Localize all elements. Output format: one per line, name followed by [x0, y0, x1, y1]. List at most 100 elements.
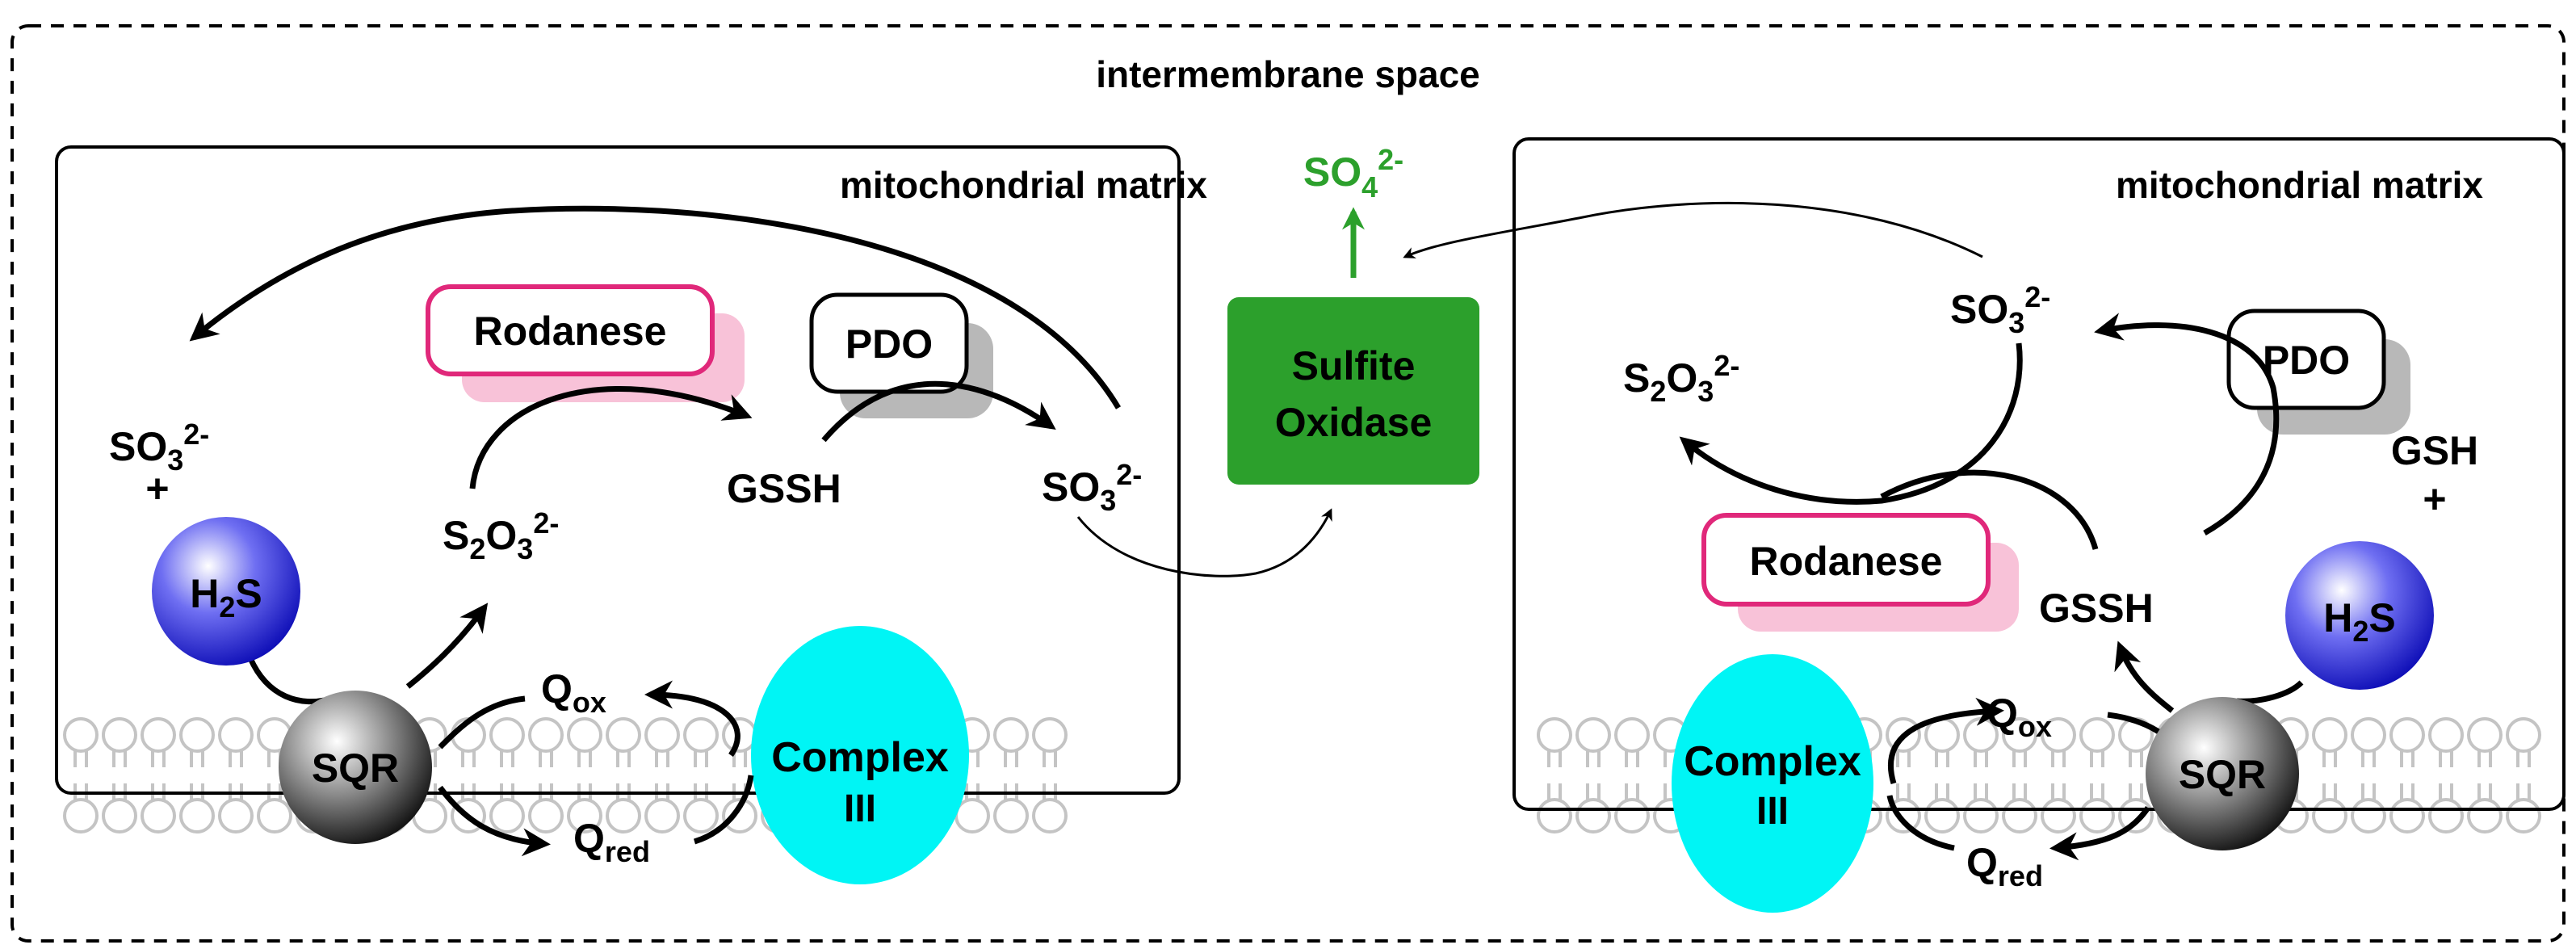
lipid-head	[683, 798, 719, 834]
q-oxidation-arrow-left	[644, 680, 740, 758]
h2s-right-label: H2S	[2323, 595, 2396, 648]
lipid-head	[644, 717, 680, 753]
lipid-head	[218, 798, 254, 834]
gssh-label-left: GSSH	[727, 466, 841, 511]
complex-iii-right-label: Complex	[1684, 738, 1861, 785]
lipid-head	[1575, 717, 1611, 753]
complex-iii-left	[751, 626, 969, 884]
lipid-head	[2312, 717, 2347, 753]
sqr-to-thiosulfate-arrow-left	[405, 603, 489, 689]
lipid-head	[2118, 798, 2154, 834]
rodanese-right	[1701, 513, 1991, 607]
lipid-head	[683, 717, 719, 753]
q-cycle-lower-left	[693, 775, 754, 845]
complex-iii-right	[1672, 654, 1873, 913]
lipid-head	[606, 798, 641, 834]
sulfite-label-left-mid: SO32-	[1042, 458, 1142, 517]
plus-left: +	[145, 466, 169, 511]
q-red-label-left: Qred	[573, 816, 650, 868]
h2s-sphere-left	[152, 517, 300, 666]
sulfite-recycle-arrow-left	[189, 205, 1121, 409]
q-ox-label-right: Qox	[1987, 691, 2052, 743]
q-ox-label-left: Qox	[541, 666, 606, 719]
sqr-left-label: SQR	[312, 745, 399, 791]
rodanese-arrow-right	[1880, 469, 2099, 550]
lipid-head	[2002, 798, 2037, 834]
matrix-box-right	[1512, 137, 2566, 811]
pdo-arrow-left	[821, 380, 1056, 443]
sulfate-label: SO42-	[1303, 143, 1403, 204]
gssh-label-right: GSSH	[2039, 586, 2154, 631]
pdo-arrow-right	[2094, 313, 2280, 536]
sqr-sphere-right	[2146, 697, 2299, 850]
lipid-head	[489, 717, 525, 753]
lipid-head	[1537, 717, 1572, 753]
rodanese-right-label: Rodanese	[1750, 539, 1943, 584]
q-oxidation-arrow-right	[1887, 697, 2004, 785]
lipid-head	[2079, 717, 2115, 753]
rodanese-arrow-left	[469, 386, 753, 489]
lipid-head	[2467, 798, 2503, 834]
lipid-head	[218, 717, 254, 753]
lipid-head	[567, 717, 602, 753]
lipid-head	[567, 798, 602, 834]
q-cycle-upper-left	[438, 695, 526, 750]
lipid-head	[141, 717, 176, 753]
lipid-head	[2002, 717, 2037, 753]
thiosulfate-arrow-right	[1679, 342, 2023, 505]
complex-iii-left-label: Complex	[771, 734, 949, 781]
q-reduction-arrow-left	[438, 785, 551, 857]
lipid-head	[179, 717, 215, 753]
lipid-head	[1924, 798, 1960, 834]
pdo-right-label: PDO	[2263, 338, 2350, 383]
sulfite-oxidase-label: Sulfite	[1292, 343, 1416, 388]
lipid-head	[644, 798, 680, 834]
pdo-left-label: PDO	[845, 321, 933, 367]
lipid-head	[993, 798, 1029, 834]
lipid-head	[102, 798, 137, 834]
lipid-head	[63, 717, 99, 753]
lipid-head	[606, 717, 641, 753]
lipid-head	[1032, 717, 1068, 753]
lipid-head	[2312, 798, 2347, 834]
lipid-head	[1032, 798, 1068, 834]
lipid-head	[1614, 798, 1650, 834]
lipid-head	[2041, 717, 2076, 753]
lipid-head	[102, 717, 137, 753]
h2s-to-sqr-arrow-left	[247, 657, 341, 705]
q-red-label-right: Qred	[1966, 840, 2043, 892]
sulfite-to-oxidase-arrow-right	[1403, 201, 1983, 258]
lipid-head	[179, 798, 215, 834]
lipid-head	[257, 798, 292, 834]
thiosulfate-label-left: S2O32-	[443, 506, 559, 565]
rodanese-left	[426, 284, 715, 376]
lipid-head	[2389, 717, 2425, 753]
lipid-head	[1614, 717, 1650, 753]
sulfite-oxidase-label-2: Oxidase	[1275, 400, 1433, 445]
h2s-sphere-right	[2285, 541, 2434, 690]
complex-iii-right-label-2: III	[1756, 790, 1789, 833]
lipid-head	[489, 798, 525, 834]
gsh-label-right: GSH	[2391, 428, 2478, 473]
complex-iii-left-label-2: III	[844, 787, 876, 830]
lipid-head	[528, 717, 564, 753]
sulfite-oxidase-box	[1227, 297, 1479, 485]
lipid-head	[1963, 798, 1999, 834]
lipid-head	[993, 717, 1029, 753]
plus-right: +	[2423, 477, 2446, 522]
lipid-head	[2428, 717, 2464, 753]
lipid-head	[1575, 798, 1611, 834]
lipid-head	[63, 798, 99, 834]
h2s-to-sqr-arrow-right	[2236, 680, 2304, 704]
lipid-head	[2428, 798, 2464, 834]
h2s-left-label: H2S	[190, 571, 262, 624]
q-reduction-arrow-right	[2049, 806, 2150, 861]
intermembrane-space-label: intermembrane space	[1096, 53, 1480, 95]
matrix-label-left: mitochondrial matrix	[840, 164, 1207, 206]
lipid-head	[2467, 717, 2503, 753]
lipid-head	[2041, 798, 2076, 834]
lipid-head	[2079, 798, 2115, 834]
sulfite-label-right: SO32-	[1950, 280, 2050, 339]
sqr-to-gssh-arrow-right	[2114, 640, 2175, 713]
